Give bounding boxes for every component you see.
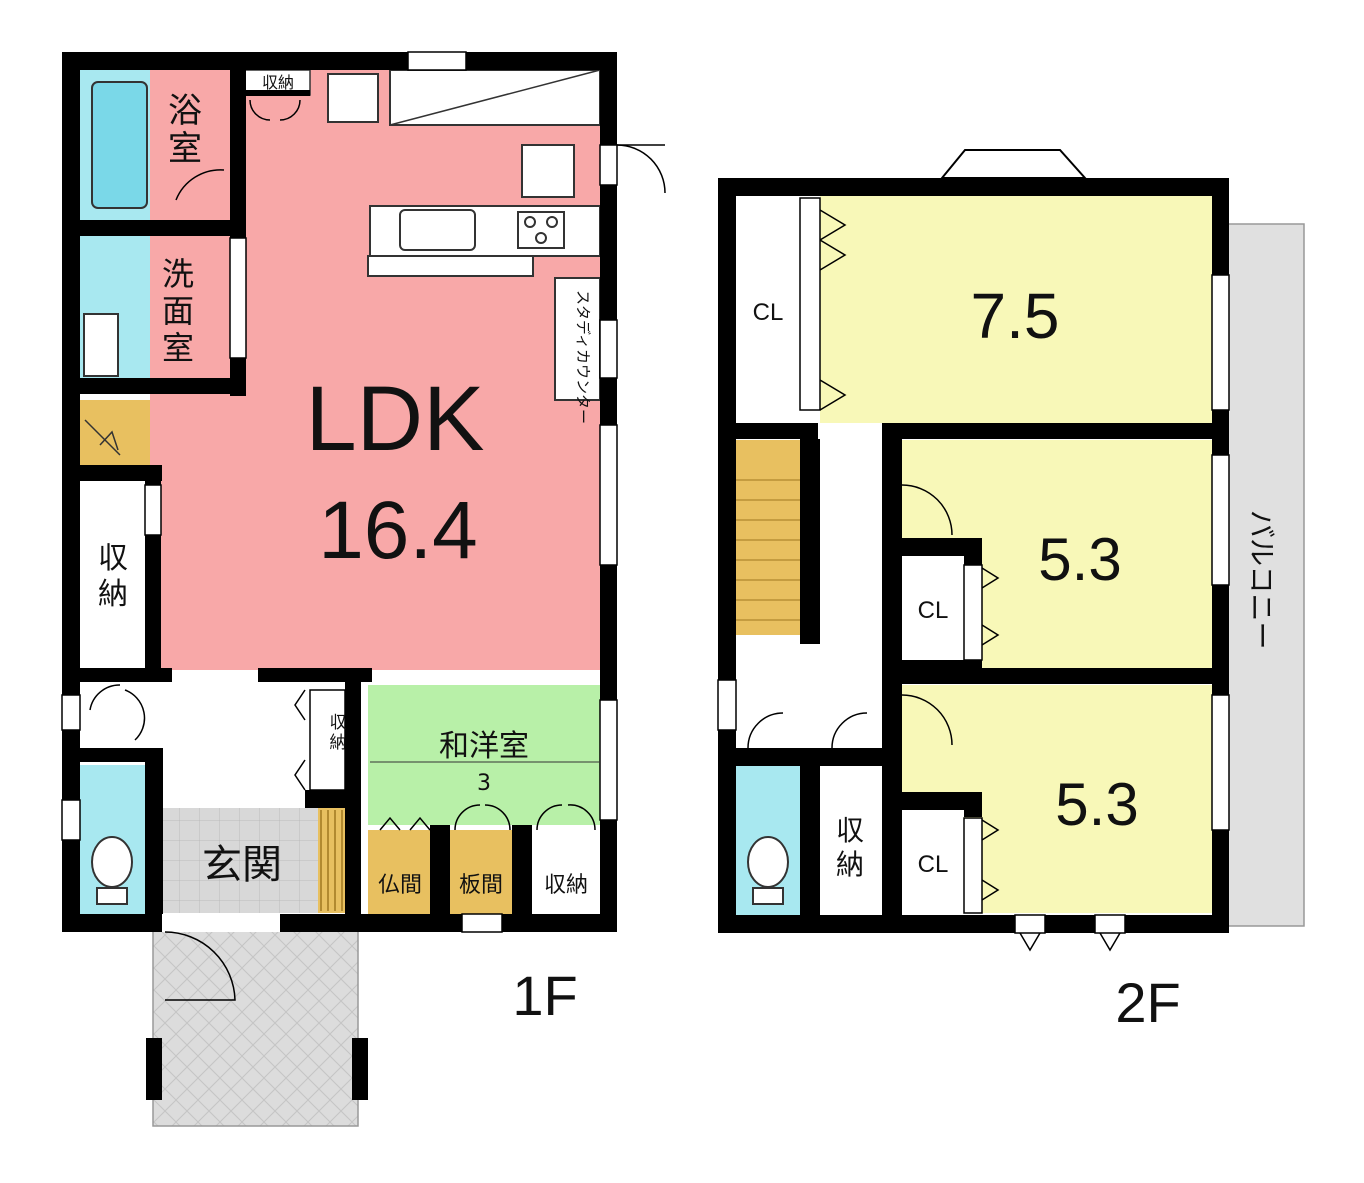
storage-2f-label-2: 納 — [836, 848, 864, 881]
bath-label-2: 室 — [168, 129, 202, 169]
porch-pillar — [352, 1038, 368, 1100]
storage-hall-label-2: 納 — [330, 733, 347, 753]
appliance — [327, 73, 379, 123]
entrance-label: 玄関 — [202, 842, 282, 888]
washitsu-label: 和洋室 — [439, 729, 529, 764]
kitchen-sink — [399, 209, 476, 251]
porch-pillar — [146, 1038, 162, 1100]
itama-fill — [450, 830, 513, 915]
bathtub — [91, 81, 148, 209]
room1-closet-label: CL — [753, 299, 784, 326]
toilet-icon — [747, 836, 789, 888]
sink — [83, 313, 119, 377]
room2-size: 5.3 — [1038, 526, 1121, 593]
study-counter-desk — [554, 277, 601, 401]
kitchen-bar — [367, 255, 534, 277]
washroom-label-3: 室 — [162, 329, 194, 367]
storage-left-label-2: 納 — [98, 577, 128, 612]
study-counter-label: スタディカウンター — [574, 290, 592, 424]
ldk-size: 16.4 — [318, 485, 478, 576]
toilet-icon — [91, 836, 133, 888]
floor-1f: 浴 室 収納 洗 面 室 LDK 16.4 スタディカウンター 収 納 収 納 … — [61, 51, 666, 1127]
toilet-tank — [752, 887, 784, 905]
storage-2f-fill — [818, 765, 882, 915]
storage-2f-label-1: 収 — [836, 814, 864, 847]
burner-icon — [535, 232, 547, 244]
washitsu-fill — [368, 685, 600, 825]
storage-top-label: 収納 — [262, 73, 294, 92]
cl2-fill — [900, 555, 964, 660]
floor-1f-label: 1F — [512, 964, 577, 1027]
porch — [152, 929, 359, 1127]
itama-label: 板間 — [459, 873, 503, 898]
ldk-label: LDK — [306, 368, 485, 470]
butsuma-label: 仏間 — [378, 873, 422, 898]
room2-closet-label: CL — [918, 597, 949, 624]
entrance-fill — [163, 808, 318, 913]
stairs-1f — [80, 400, 150, 465]
cl3-fill — [900, 808, 964, 913]
balcony — [1227, 223, 1305, 927]
room1-size: 7.5 — [971, 280, 1060, 352]
shoe-box — [318, 808, 348, 913]
burner-icon — [524, 216, 536, 228]
balcony-label: バルコニー — [1245, 510, 1278, 649]
washroom-label-1: 洗 — [162, 255, 194, 293]
room3-closet-label: CL — [918, 851, 949, 878]
bath-label-1: 浴 — [168, 91, 202, 131]
toilet-tank — [96, 887, 128, 905]
room3-size: 5.3 — [1055, 771, 1138, 838]
room1-fill — [820, 195, 1212, 423]
storage-bottom-fill — [532, 830, 600, 915]
storage-left-fill — [80, 485, 145, 670]
storage-bottom-label: 収納 — [544, 873, 588, 898]
storage-hall-label-1: 収 — [330, 713, 347, 733]
floor-2f: 7.5 CL 5.3 CL 5.3 CL 収 納 バルコニー 2F — [717, 149, 1305, 1034]
washroom-label-2: 面 — [162, 292, 194, 330]
fridge — [521, 144, 575, 198]
stairs-2f — [736, 440, 800, 635]
washitsu-size: 3 — [477, 771, 491, 796]
burner-icon — [546, 216, 558, 228]
butsuma-fill — [368, 830, 431, 915]
storage-left-label-1: 収 — [98, 541, 128, 576]
cl1-fill — [736, 195, 800, 423]
floor-2f-label: 2F — [1115, 971, 1180, 1034]
